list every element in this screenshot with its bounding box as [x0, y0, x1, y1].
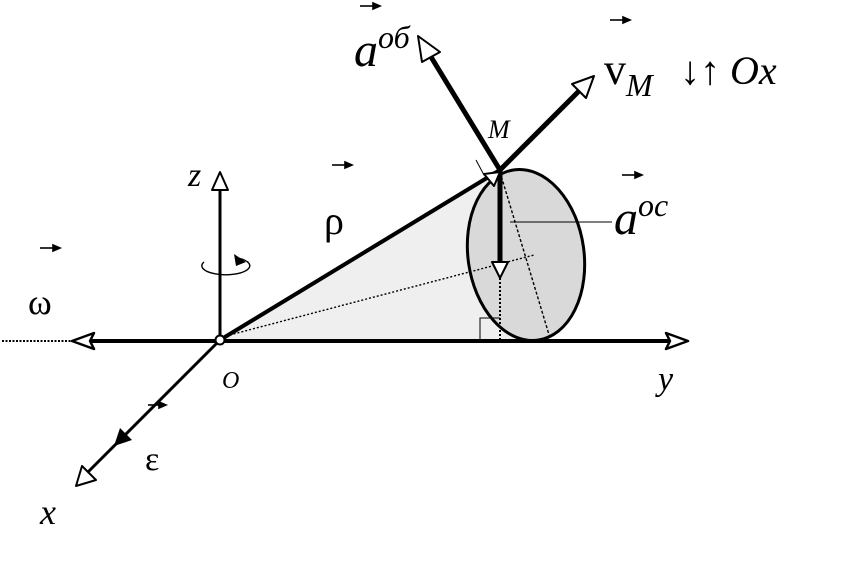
cone-axis-line: [221, 254, 535, 338]
rotation-arc-arrowhead: [234, 254, 246, 266]
disk-diameter-line: [499, 171, 551, 339]
y-axis-arrowhead: [664, 331, 690, 351]
point-m-label: M: [487, 115, 511, 144]
a-os-arrowhead: [491, 261, 509, 279]
omega-arrowhead: [70, 331, 96, 351]
epsilon-label: ε: [145, 441, 159, 478]
direction-relation-label: ↓↑ Ox: [680, 48, 777, 93]
epsilon-arrowhead: [114, 428, 132, 446]
m-point-arrowhead: [483, 171, 501, 187]
omega-label: ω: [28, 282, 52, 322]
origin-point: [214, 334, 226, 346]
rho-label: ρ: [324, 198, 344, 243]
x-axis-line: [86, 338, 222, 474]
origin-label: O: [222, 368, 239, 394]
rho-generatrix: [218, 168, 502, 342]
x-axis-arrowhead: [75, 465, 97, 487]
x-axis-label: x: [39, 492, 56, 532]
y-axis-label: y: [655, 361, 674, 398]
rotation-arc: [201, 257, 251, 276]
v-m-vector-line: [498, 86, 584, 172]
a-os-label: aос: [614, 187, 668, 245]
vector-marks: [40, 1, 645, 410]
z-axis-label: z: [187, 157, 201, 194]
z-axis-arrowhead: [211, 171, 229, 191]
v-m-arrowhead: [571, 75, 595, 99]
v-m-label: vM: [604, 45, 655, 103]
a-ob-arrowhead: [417, 35, 441, 63]
a-ob-vector-line: [425, 50, 503, 172]
cone-surface: [220, 170, 548, 340]
right-angle-marker-base: [479, 317, 500, 340]
a-ob-label: aоб: [354, 19, 411, 77]
